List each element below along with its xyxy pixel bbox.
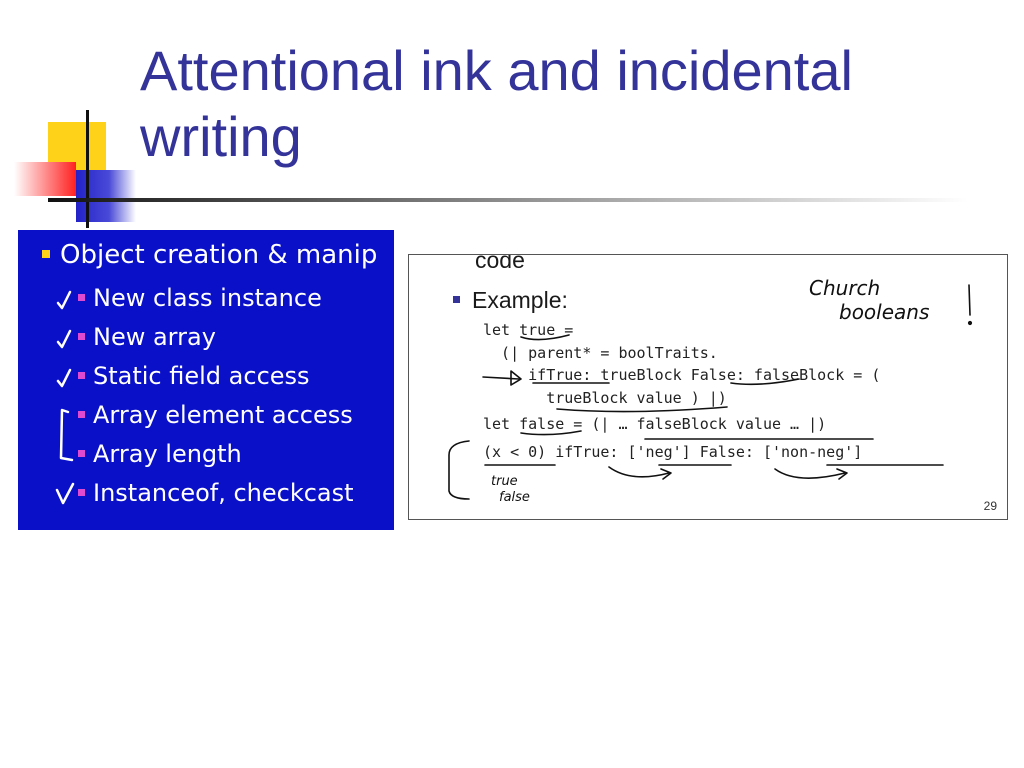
list-item-text: New array (93, 323, 216, 351)
pink-bullet-icon (78, 332, 85, 340)
pink-bullet-icon (78, 488, 85, 496)
page-number: 29 (983, 499, 997, 513)
blue-bullet-icon (453, 296, 460, 304)
bracket-icon (448, 440, 470, 500)
exclamation-dot (967, 320, 973, 326)
arrow-head-icon (836, 468, 848, 480)
checkmark-icon (56, 290, 72, 310)
list-item-text: Array element access (93, 401, 353, 429)
handwritten-marks (55, 290, 75, 505)
list-item-text: Array length (93, 440, 242, 468)
checkmark-icon (56, 329, 72, 349)
checkmark-icon (56, 368, 72, 388)
handwritten-annot-line1: true (491, 474, 518, 489)
code-line: (x < 0) ifTrue: ['neg'] False: ['non-neg… (483, 443, 863, 461)
decorative-vertical-line (86, 110, 89, 228)
underline-false (520, 430, 582, 436)
underline-trueblock-value (556, 406, 728, 413)
yellow-bullet-icon (42, 249, 50, 258)
right-screenshot-panel: code Example: let true = (| parent* = bo… (408, 254, 1008, 520)
left-heading-text: Object creation & manip (60, 240, 378, 270)
arrow-head-icon (510, 370, 522, 386)
example-label: Example: (453, 287, 568, 314)
handwritten-note-line2: booleans (839, 300, 929, 324)
underline-true (520, 334, 570, 341)
list-item: New array (78, 323, 216, 351)
list-item: Array element access (78, 401, 353, 429)
underline-false-keyword (730, 378, 800, 386)
code-line: trueBlock value ) |) (483, 389, 727, 407)
list-item: New class instance (78, 284, 322, 312)
list-item: Array length (78, 440, 242, 468)
list-item-text: Static field access (93, 362, 310, 390)
handwritten-note-line1: Church (809, 276, 880, 300)
exclamation-stroke (968, 284, 971, 316)
pink-bullet-icon (78, 449, 85, 457)
left-screenshot-panel: Object creation & manip New class instan… (18, 230, 394, 530)
decorative-blue-square (76, 170, 136, 222)
arrow-shaft (482, 376, 520, 380)
code-line: ifTrue: trueBlock False: falseBlock = ( (483, 366, 881, 384)
pink-bullet-icon (78, 410, 85, 418)
checkmark-icon (55, 482, 75, 505)
decorative-red-square (14, 162, 76, 196)
arrow-curve (774, 468, 846, 479)
slide-title: Attentional ink and incidental writing (140, 39, 853, 168)
list-item: Static field access (78, 362, 310, 390)
list-item-text: New class instance (93, 284, 322, 312)
example-label-text: Example: (472, 287, 568, 313)
arrow-head-icon (660, 468, 672, 480)
code-line: let true = (483, 321, 574, 339)
code-word: code (475, 254, 525, 273)
list-item: Instanceof, checkcast (78, 479, 354, 507)
code-line: let false = (| … falseBlock value … |) (483, 415, 827, 433)
handwritten-annotations: Church booleans true false (448, 276, 973, 505)
handwritten-annot-line2: false (499, 490, 530, 505)
pink-bullet-icon (78, 293, 85, 301)
list-item-text: Instanceof, checkcast (93, 479, 354, 507)
title-underline (48, 198, 968, 202)
code-line: (| parent* = boolTraits. (483, 344, 718, 362)
arrow-curve (608, 466, 670, 478)
left-heading: Object creation & manip (42, 240, 377, 270)
bracket-icon (59, 408, 74, 462)
pink-bullet-icon (78, 371, 85, 379)
